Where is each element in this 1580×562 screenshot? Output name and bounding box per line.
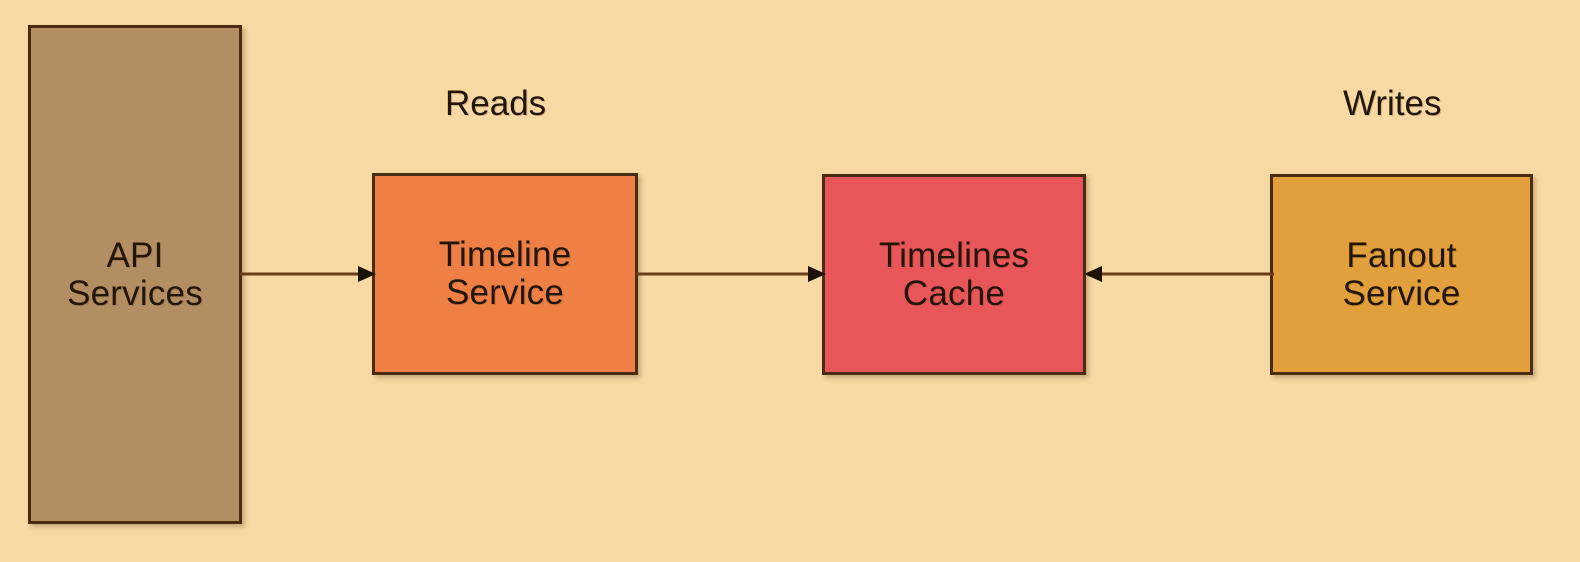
node-fanout-service-label: Fanout Service (1342, 235, 1461, 313)
arrow-left-icon (1084, 266, 1274, 282)
node-timeline-service-label: Timeline Service (438, 235, 572, 312)
edge-label-reads: Reads (445, 84, 547, 123)
node-api-services[interactable]: API Services (28, 25, 242, 524)
arrow-right-icon (240, 266, 376, 282)
node-api-services-label: API Services (67, 235, 203, 313)
edge-label-writes: Writes (1343, 84, 1442, 123)
node-fanout-service[interactable]: Fanout Service (1270, 174, 1533, 375)
arrow-api-services-to-timeline-service (240, 262, 376, 286)
arrow-right-icon (636, 266, 826, 282)
node-timelines-cache-label: Timelines Cache (878, 235, 1030, 313)
arrow-timeline-service-to-timelines-cache (636, 262, 826, 286)
node-timeline-service[interactable]: Timeline Service (372, 173, 638, 375)
node-timelines-cache[interactable]: Timelines Cache (822, 174, 1086, 375)
arrow-fanout-service-to-timelines-cache (1084, 262, 1274, 286)
